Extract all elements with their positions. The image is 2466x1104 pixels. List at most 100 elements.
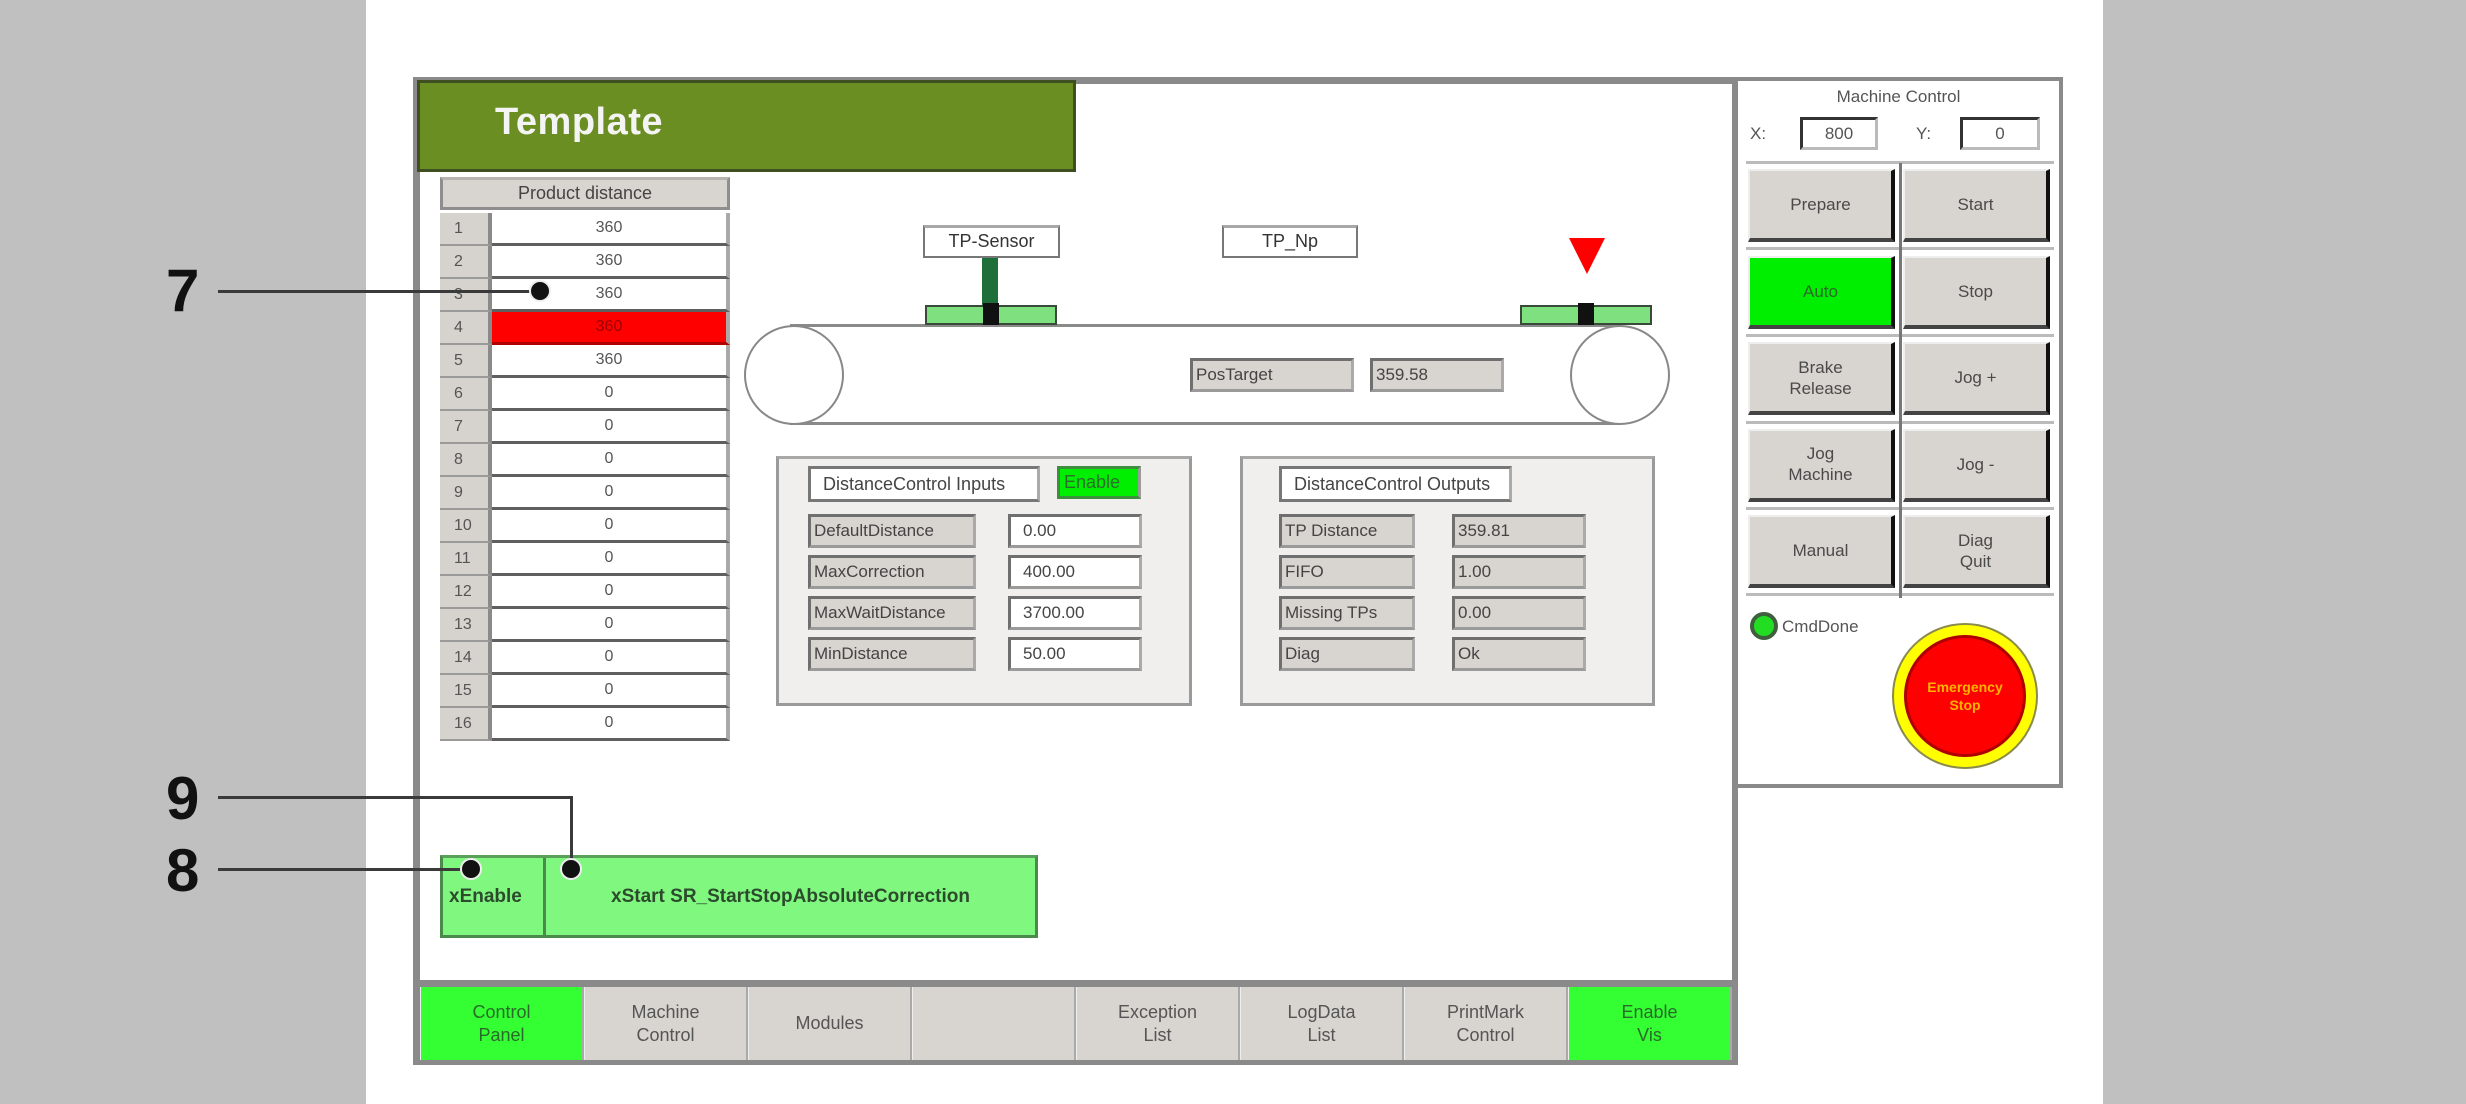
inputs-field-label: MaxWaitDistance [808, 596, 976, 630]
callout-line-8 [218, 868, 474, 871]
inputs-field-label: DefaultDistance [808, 514, 976, 548]
inputs-field-label: MaxCorrection [808, 555, 976, 589]
mc-button-jog-machine[interactable]: Jog Machine [1748, 428, 1895, 502]
row-index: 3 [440, 279, 492, 312]
inputs-field-value[interactable]: 400.00 [1008, 555, 1142, 589]
nav-enable-vis[interactable]: Enable Vis [1568, 987, 1732, 1060]
row-index: 13 [440, 609, 492, 642]
row-index: 11 [440, 543, 492, 576]
mc-button-auto[interactable]: Auto [1748, 255, 1895, 329]
target-product-block [1520, 303, 1652, 325]
callout-number-8: 8 [166, 837, 200, 904]
enable-strip: xEnable xStart SR_StartStopAbsoluteCorre… [440, 855, 1038, 938]
left-roller [744, 325, 844, 425]
mc-button-brake-release[interactable]: Brake Release [1748, 342, 1895, 415]
distance-value[interactable]: 0 [492, 609, 730, 642]
distance-value[interactable]: 0 [492, 378, 730, 411]
callout-dot-9 [560, 858, 582, 880]
inputs-title: DistanceControl Inputs [808, 466, 1040, 502]
belt-bottom [790, 422, 1620, 425]
row-index: 5 [440, 345, 492, 378]
page-title: Template [495, 101, 664, 143]
mc-button-prepare[interactable]: Prepare [1748, 169, 1895, 242]
nav-logdata-list[interactable]: LogData List [1240, 987, 1404, 1060]
inputs-field-value[interactable]: 0.00 [1008, 514, 1142, 548]
sensor-stem [982, 258, 998, 308]
xstart-button[interactable]: xStart SR_StartStopAbsoluteCorrection [611, 885, 970, 907]
pos-target-value: 359.58 [1370, 358, 1504, 392]
distance-value[interactable]: 0 [492, 675, 730, 708]
mc-button-diag-quit[interactable]: Diag Quit [1903, 515, 2050, 588]
xenable-button[interactable]: xEnable [449, 885, 522, 907]
row-index: 15 [440, 675, 492, 708]
distance-value[interactable]: 0 [492, 708, 730, 741]
mc-button-jog[interactable]: Jog + [1903, 342, 2050, 415]
emergency-stop-button[interactable]: Emergency Stop [1892, 623, 2038, 769]
callout-line-9-vertical [570, 796, 573, 862]
outputs-field-label: FIFO [1279, 555, 1415, 589]
distance-value[interactable]: 0 [492, 477, 730, 510]
row-index: 8 [440, 444, 492, 477]
distance-value[interactable]: 0 [492, 576, 730, 609]
outputs-field-value: Ok [1452, 637, 1586, 671]
mc-button-manual[interactable]: Manual [1748, 515, 1895, 588]
x-label: X: [1750, 124, 1767, 143]
distance-value[interactable]: 360 [492, 345, 730, 378]
distance-value[interactable]: 0 [492, 510, 730, 543]
left-margin [0, 0, 366, 1104]
distance-value-alarm[interactable]: 360 [492, 312, 730, 345]
outputs-field-value: 359.81 [1452, 514, 1586, 548]
nav-control-panel[interactable]: Control Panel [420, 987, 584, 1060]
callout-dot-8 [460, 858, 482, 880]
row-index: 12 [440, 576, 492, 609]
nav-printmark-control[interactable]: PrintMark Control [1404, 987, 1568, 1060]
distance-value[interactable]: 0 [492, 444, 730, 477]
row-index: 6 [440, 378, 492, 411]
distance-value[interactable]: 0 [492, 543, 730, 576]
tp-sensor-label: TP-Sensor [923, 225, 1060, 258]
callout-number-7: 7 [166, 257, 200, 324]
belt-top [790, 324, 1620, 327]
x-position-field[interactable]: 800 [1800, 117, 1878, 150]
enable-indicator[interactable]: Enable [1057, 466, 1141, 499]
inputs-field-value[interactable]: 3700.00 [1008, 596, 1142, 630]
y-position-field[interactable]: 0 [1960, 117, 2040, 150]
outputs-title: DistanceControl Outputs [1279, 466, 1512, 502]
distance-value[interactable]: 0 [492, 642, 730, 675]
nav-modules[interactable]: Modules [748, 987, 912, 1060]
distance-value[interactable]: 360 [492, 279, 730, 312]
cmd-done-led-icon [1750, 612, 1778, 640]
sensor-marker [983, 303, 999, 325]
mc-button-start[interactable]: Start [1903, 169, 2050, 242]
distance-value[interactable]: 360 [492, 246, 730, 279]
row-index: 2 [440, 246, 492, 279]
nav-empty[interactable] [912, 987, 1076, 1060]
outputs-field-label: TP Distance [1279, 514, 1415, 548]
pos-target-label: PosTarget [1190, 358, 1354, 392]
outputs-field-label: Diag [1279, 637, 1415, 671]
target-arrow-icon [1569, 238, 1605, 274]
inputs-field-value[interactable]: 50.00 [1008, 637, 1142, 671]
mc-button-stop[interactable]: Stop [1903, 255, 2050, 329]
row-index: 14 [440, 642, 492, 675]
nav-machine-control[interactable]: Machine Control [584, 987, 748, 1060]
mc-button-jog[interactable]: Jog - [1903, 428, 2050, 502]
nav-exception-list[interactable]: Exception List [1076, 987, 1240, 1060]
distance-value[interactable]: 360 [492, 213, 730, 246]
y-label: Y: [1916, 124, 1932, 143]
distance-value[interactable]: 0 [492, 411, 730, 444]
callout-number-9: 9 [166, 765, 200, 832]
